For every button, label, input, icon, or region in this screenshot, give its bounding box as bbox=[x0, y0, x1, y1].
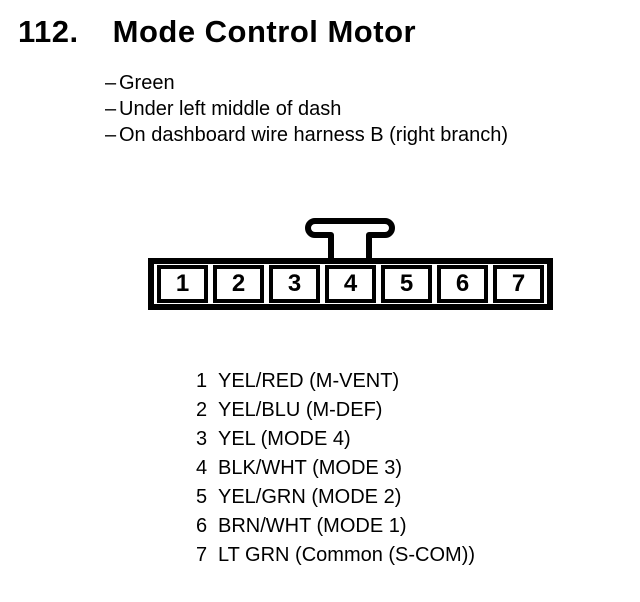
notes-list: – Green – Under left middle of dash – On… bbox=[105, 70, 508, 148]
pin-number: 4 bbox=[196, 457, 208, 479]
pin-list-row: 2 YEL/BLU (M-DEF) bbox=[196, 396, 475, 425]
note-item: – Under left middle of dash bbox=[105, 96, 508, 122]
pin-number: 2 bbox=[196, 399, 208, 421]
bullet-dash: – bbox=[105, 98, 117, 120]
connector-pin-1: 1 bbox=[157, 265, 208, 303]
pin-wire-label: YEL (MODE 4) bbox=[218, 428, 351, 450]
pin-number: 6 bbox=[196, 515, 208, 537]
pin-wire-list: 1 YEL/RED (M-VENT) 2 YEL/BLU (M-DEF) 3 Y… bbox=[196, 367, 475, 570]
pin-wire-label: YEL/RED (M-VENT) bbox=[218, 370, 400, 392]
pin-list-row: 5 YEL/GRN (MODE 2) bbox=[196, 483, 475, 512]
note-text: Under left middle of dash bbox=[119, 98, 342, 120]
pin-number: 7 bbox=[196, 544, 208, 566]
section-title: Mode Control Motor bbox=[112, 14, 417, 49]
page-title: 112. Mode Control Motor bbox=[18, 13, 416, 51]
note-item: – Green bbox=[105, 70, 508, 96]
pin-wire-label: BRN/WHT (MODE 1) bbox=[218, 515, 407, 537]
pin-number: 5 bbox=[196, 486, 208, 508]
bullet-dash: – bbox=[105, 72, 117, 94]
pin-list-row: 1 YEL/RED (M-VENT) bbox=[196, 367, 475, 396]
connector-pin-2: 2 bbox=[213, 265, 264, 303]
connector-pin-3: 3 bbox=[269, 265, 320, 303]
note-text: On dashboard wire harness B (right branc… bbox=[119, 124, 509, 146]
note-item: – On dashboard wire harness B (right bra… bbox=[105, 122, 508, 148]
pin-wire-label: LT GRN (Common (S-COM)) bbox=[218, 544, 476, 566]
pin-wire-label: YEL/BLU (M-DEF) bbox=[218, 399, 383, 421]
pin-list-row: 6 BRN/WHT (MODE 1) bbox=[196, 512, 475, 541]
note-text: Green bbox=[119, 72, 175, 94]
bullet-dash: – bbox=[105, 124, 117, 146]
pin-number: 1 bbox=[196, 370, 208, 392]
connector-body: 1 2 3 4 5 6 7 bbox=[148, 258, 553, 310]
pin-list-row: 4 BLK/WHT (MODE 3) bbox=[196, 454, 475, 483]
pin-list-row: 3 YEL (MODE 4) bbox=[196, 425, 475, 454]
pin-wire-label: YEL/GRN (MODE 2) bbox=[218, 486, 402, 508]
pin-wire-label: BLK/WHT (MODE 3) bbox=[218, 457, 403, 479]
pin-number: 3 bbox=[196, 428, 208, 450]
connector-latch-tab-icon bbox=[305, 218, 395, 262]
connector-pin-4: 4 bbox=[325, 265, 376, 303]
pin-list-row: 7 LT GRN (Common (S-COM)) bbox=[196, 541, 475, 570]
connector-pin-5: 5 bbox=[381, 265, 432, 303]
connector-pin-7: 7 bbox=[493, 265, 544, 303]
section-number: 112. bbox=[18, 14, 79, 49]
connector-pin-6: 6 bbox=[437, 265, 488, 303]
